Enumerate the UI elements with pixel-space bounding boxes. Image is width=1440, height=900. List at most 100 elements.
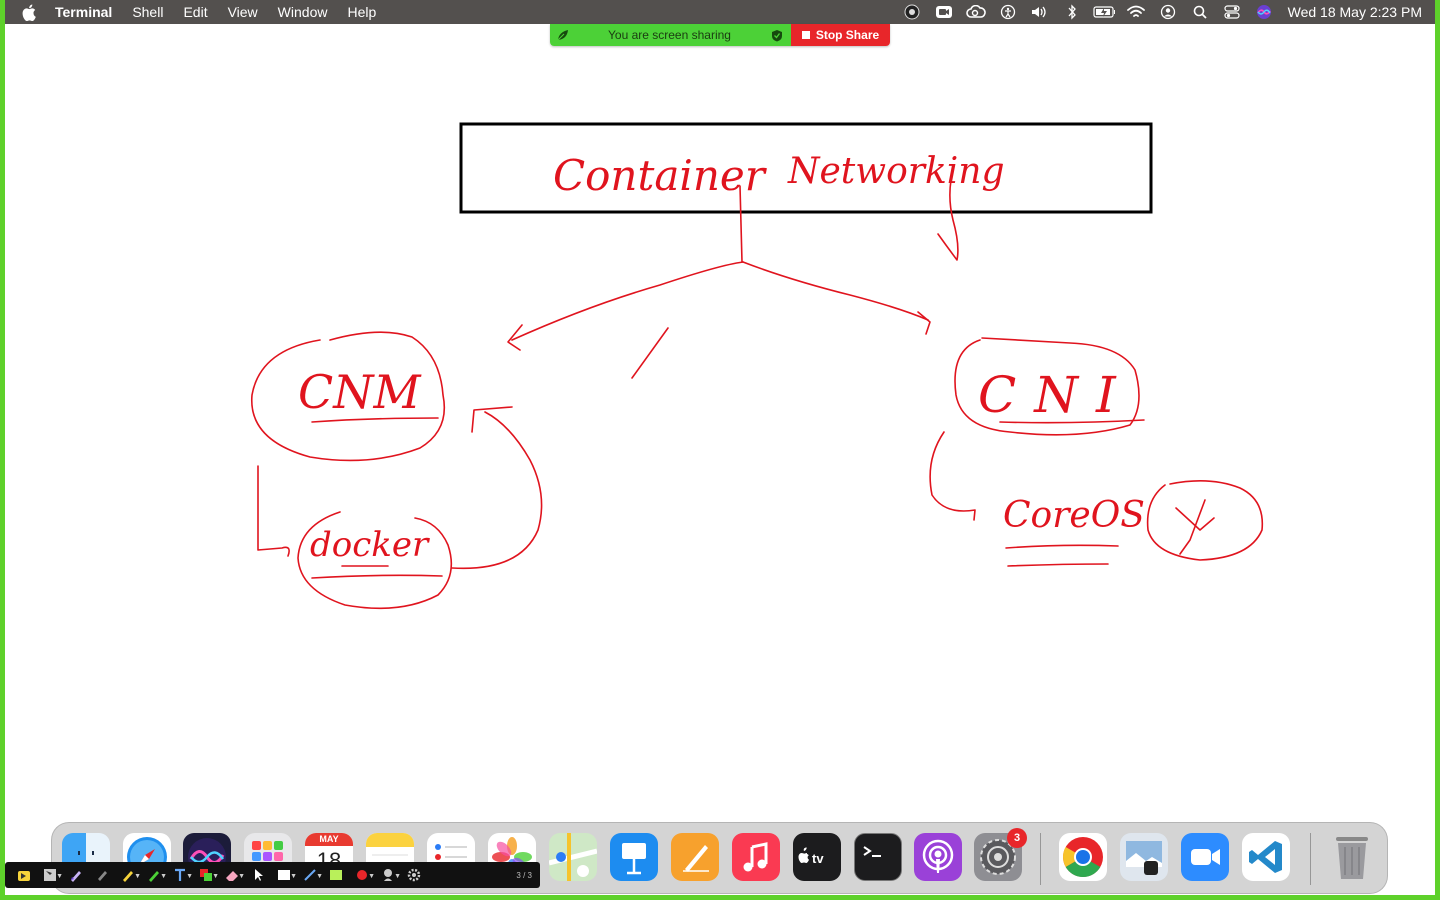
highlighter-icon bbox=[149, 871, 159, 882]
dock-zoom[interactable] bbox=[1181, 833, 1229, 881]
bluetooth-icon[interactable] bbox=[1061, 3, 1083, 21]
dock-apple-tv[interactable]: tv bbox=[793, 833, 841, 881]
creative-cloud-icon[interactable] bbox=[965, 3, 987, 21]
dock-trash[interactable] bbox=[1328, 833, 1376, 881]
anno-tool-arrow[interactable] bbox=[245, 864, 271, 886]
terminal-icon bbox=[863, 846, 881, 857]
ink-cnm-underline bbox=[311, 417, 439, 423]
menu-view[interactable]: View bbox=[227, 4, 258, 20]
anno-tool-pen[interactable]: ▼ bbox=[115, 864, 141, 886]
anno-tool-stamp[interactable] bbox=[89, 864, 115, 886]
ink-return-arrowhead bbox=[471, 406, 513, 433]
anno-tool-select[interactable]: ▼ bbox=[37, 864, 63, 886]
ink-coreos-underline bbox=[1005, 544, 1119, 549]
dock-podcasts[interactable] bbox=[914, 833, 962, 881]
anno-tool-line[interactable]: ▼ bbox=[297, 864, 323, 886]
cursor-icon bbox=[255, 869, 263, 881]
ink-strokes bbox=[251, 179, 1264, 610]
menu-edit[interactable]: Edit bbox=[183, 4, 208, 20]
apple-menu-icon[interactable] bbox=[20, 3, 38, 21]
battery-icon[interactable] bbox=[1093, 3, 1115, 21]
dock-pages[interactable] bbox=[671, 833, 719, 881]
whiteboard-canvas[interactable]: Container Networking bbox=[0, 24, 1440, 900]
ink-x-stroke-2 bbox=[1179, 499, 1206, 555]
preview-icon bbox=[1126, 841, 1162, 875]
menu-window[interactable]: Window bbox=[277, 4, 328, 20]
anno-tool-highlighter[interactable]: ▼ bbox=[141, 864, 167, 886]
pages-icon bbox=[683, 845, 709, 872]
accessibility-icon[interactable] bbox=[997, 3, 1019, 21]
node-docker-label: docker bbox=[310, 525, 430, 565]
share-status-area[interactable]: You are screen sharing bbox=[550, 24, 791, 46]
music-icon bbox=[743, 842, 768, 872]
menu-clock[interactable]: Wed 18 May 2:23 PM bbox=[1287, 4, 1422, 20]
caret-icon: ▼ bbox=[238, 873, 245, 880]
stop-square-icon bbox=[801, 31, 810, 39]
record-icon bbox=[357, 870, 367, 880]
share-status-text: You are screen sharing bbox=[608, 28, 731, 42]
user-account-icon[interactable] bbox=[1157, 3, 1179, 21]
anno-tool-settings[interactable] bbox=[401, 864, 427, 886]
siri-icon[interactable] bbox=[1253, 3, 1275, 21]
anno-tool-text[interactable]: ▼ bbox=[167, 864, 193, 886]
screen-recording-icon[interactable] bbox=[901, 3, 923, 21]
vscode-icon bbox=[1249, 841, 1282, 873]
dock-chrome[interactable] bbox=[1059, 833, 1107, 881]
ink-trunk-line bbox=[739, 185, 743, 263]
podcasts-icon bbox=[922, 839, 954, 873]
maps-icon bbox=[549, 833, 597, 881]
color-icon bbox=[200, 869, 212, 881]
volume-icon[interactable] bbox=[1029, 3, 1051, 21]
anno-tool-eraser[interactable]: ▼ bbox=[219, 864, 245, 886]
anno-tool-mouse[interactable] bbox=[11, 864, 37, 886]
stop-share-button[interactable]: Stop Share bbox=[791, 24, 890, 46]
dock-keynote[interactable] bbox=[610, 833, 658, 881]
ink-docker-circle bbox=[297, 511, 453, 610]
ink-x-circle bbox=[1146, 480, 1264, 561]
stop-share-label: Stop Share bbox=[815, 28, 880, 42]
ink-arrowhead-right bbox=[917, 311, 931, 335]
zoom-app-icon bbox=[1191, 849, 1220, 865]
ink-arrowhead-left bbox=[507, 324, 523, 351]
menu-app-name[interactable]: Terminal bbox=[55, 4, 113, 20]
draw-icon bbox=[71, 871, 81, 882]
dock-vscode[interactable] bbox=[1242, 833, 1290, 881]
anno-tool-draw[interactable] bbox=[63, 864, 89, 886]
dock-terminal[interactable] bbox=[854, 833, 902, 881]
ink-coreos-underline-2 bbox=[1007, 563, 1109, 567]
fill-icon bbox=[330, 870, 342, 880]
control-center-icon[interactable] bbox=[1221, 3, 1243, 21]
dock-preview[interactable] bbox=[1120, 833, 1168, 881]
stamp-icon bbox=[98, 871, 107, 881]
anno-tool-fill[interactable] bbox=[323, 864, 349, 886]
caret-icon: ▼ bbox=[160, 873, 167, 880]
anno-tool-shape[interactable]: ▼ bbox=[271, 864, 297, 886]
notification-badge: 3 bbox=[1007, 828, 1027, 848]
ink-cni-underline bbox=[999, 419, 1145, 424]
ink-networking-arrow bbox=[937, 179, 959, 261]
anno-tool-color[interactable]: ▼ bbox=[193, 864, 219, 886]
dock-system-preferences[interactable]: 3 bbox=[974, 828, 1027, 881]
ink-stray-slash bbox=[631, 327, 669, 379]
ink-x-stroke-1 bbox=[1175, 507, 1215, 531]
dock-maps[interactable] bbox=[549, 833, 597, 881]
anno-tool-spotlight[interactable]: ▼ bbox=[375, 864, 401, 886]
dock-music[interactable] bbox=[732, 833, 780, 881]
zoom-video-icon[interactable] bbox=[933, 3, 955, 21]
spotlight-icon bbox=[384, 869, 392, 881]
trash-icon bbox=[1336, 837, 1368, 879]
menu-help[interactable]: Help bbox=[347, 4, 377, 20]
wifi-icon[interactable] bbox=[1125, 3, 1147, 21]
ink-cnm-circle bbox=[251, 331, 446, 462]
title-word-networking: Networking bbox=[787, 151, 1005, 192]
spotlight-search-icon[interactable] bbox=[1189, 3, 1211, 21]
anno-tool-record[interactable]: ▼ bbox=[349, 864, 375, 886]
pointer-icon bbox=[18, 871, 30, 881]
security-shield-icon bbox=[763, 29, 791, 42]
apple-tv-icon: tv bbox=[798, 847, 824, 866]
menu-shell[interactable]: Shell bbox=[132, 4, 164, 20]
gear-icon bbox=[407, 868, 421, 882]
rectangle-icon bbox=[278, 870, 290, 880]
ink-branch-left bbox=[511, 261, 744, 341]
line-icon bbox=[304, 869, 316, 881]
